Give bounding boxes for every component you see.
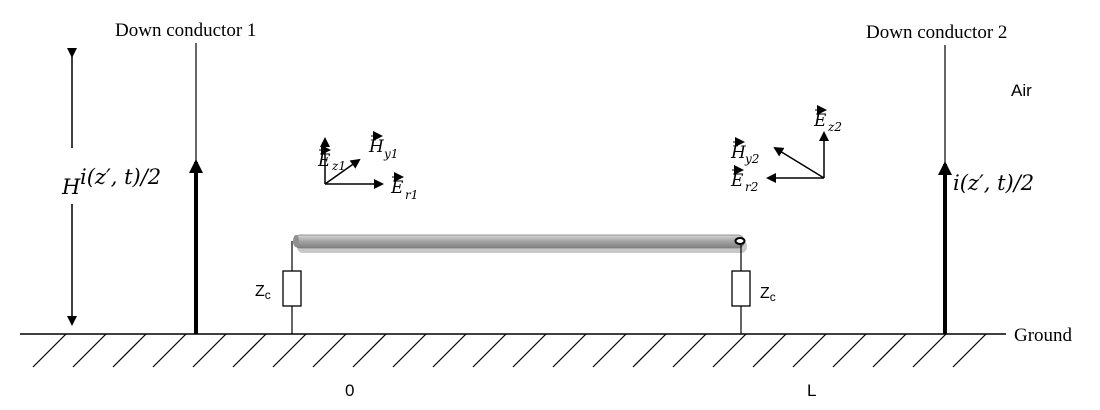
impedance-right-label: Zc bbox=[760, 285, 776, 304]
h-y2-label: H y2 bbox=[730, 137, 759, 166]
cable-end-right bbox=[734, 237, 746, 245]
e-r2-sub: r2 bbox=[745, 180, 758, 194]
e-z1-sub: z1 bbox=[331, 159, 346, 173]
e-r1-sub: r1 bbox=[405, 188, 418, 202]
ground-hatch-line bbox=[312, 333, 347, 368]
ground-hatch-line bbox=[712, 333, 747, 368]
ground-hatch-line bbox=[872, 333, 907, 368]
ground-hatch-line bbox=[192, 333, 227, 368]
ground-hatch-line bbox=[72, 333, 107, 368]
ground-hatch-line bbox=[632, 333, 667, 368]
ground-hatch-line bbox=[512, 333, 547, 368]
position-end-label: L bbox=[807, 381, 816, 400]
termination-right bbox=[731, 245, 751, 334]
e-z1-label: E z1 bbox=[317, 145, 346, 173]
current-label-right: i(z′, t)/2 bbox=[953, 171, 1034, 195]
ground-hatch-line bbox=[432, 333, 467, 368]
impedance-left-label: Zc bbox=[255, 283, 271, 302]
cable-body bbox=[293, 234, 745, 249]
h-y1-base: H bbox=[368, 137, 385, 157]
cable-end-left bbox=[293, 235, 299, 247]
ground-hatch-line bbox=[952, 333, 987, 368]
h-y1-label: H y1 bbox=[368, 131, 398, 161]
e-r1-base: E bbox=[390, 178, 404, 198]
ground bbox=[20, 333, 1006, 368]
position-start-label: 0 bbox=[345, 381, 354, 400]
e-r1-label: E r1 bbox=[390, 172, 418, 202]
e-z2-base: E bbox=[813, 111, 827, 131]
impedance-left-resistor bbox=[282, 270, 302, 307]
cable bbox=[293, 234, 747, 253]
e-z2-sub: z2 bbox=[827, 120, 842, 134]
height-label: H bbox=[61, 175, 81, 199]
h-y2-arrow bbox=[773, 146, 825, 179]
ground-hatch-line bbox=[32, 333, 67, 368]
air-label: Air bbox=[1011, 81, 1032, 100]
ground-hatch-line bbox=[392, 333, 427, 368]
impedance-right-resistor bbox=[731, 270, 751, 307]
current-label-left: i(z′, t)/2 bbox=[80, 165, 161, 189]
down-conductor-1-label: Down conductor 1 bbox=[115, 20, 256, 41]
ground-hatch-line bbox=[272, 333, 307, 368]
e-r2-label: E r2 bbox=[730, 165, 758, 194]
ground-hatching bbox=[32, 333, 987, 368]
ground-hatch-line bbox=[672, 333, 707, 368]
ground-hatch-line bbox=[232, 333, 267, 368]
h-y2-base: H bbox=[730, 143, 747, 163]
ground-hatch-line bbox=[792, 333, 827, 368]
height-label-backdrop bbox=[60, 148, 170, 204]
ground-hatch-line bbox=[592, 333, 627, 368]
ground-hatch-line bbox=[152, 333, 187, 368]
e-r2-base: E bbox=[730, 171, 744, 191]
h-y1-arrow bbox=[324, 158, 361, 185]
termination-left bbox=[282, 241, 302, 334]
h-y1-sub: y1 bbox=[383, 147, 398, 161]
ground-label: Ground bbox=[1014, 325, 1073, 346]
ground-hatch-line bbox=[832, 333, 867, 368]
down-conductor-2-label: Down conductor 2 bbox=[866, 22, 1007, 43]
ground-hatch-line bbox=[112, 333, 147, 368]
e-z1-base: E bbox=[317, 151, 331, 171]
e-z2-label: E z2 bbox=[813, 105, 842, 134]
ground-hatch-line bbox=[912, 333, 947, 368]
h-y2-sub: y2 bbox=[744, 152, 759, 166]
ground-hatch-line bbox=[352, 333, 387, 368]
field-vectors-2 bbox=[766, 131, 829, 183]
ground-hatch-line bbox=[752, 333, 787, 368]
ground-hatch-line bbox=[472, 333, 507, 368]
ground-hatch-line bbox=[552, 333, 587, 368]
